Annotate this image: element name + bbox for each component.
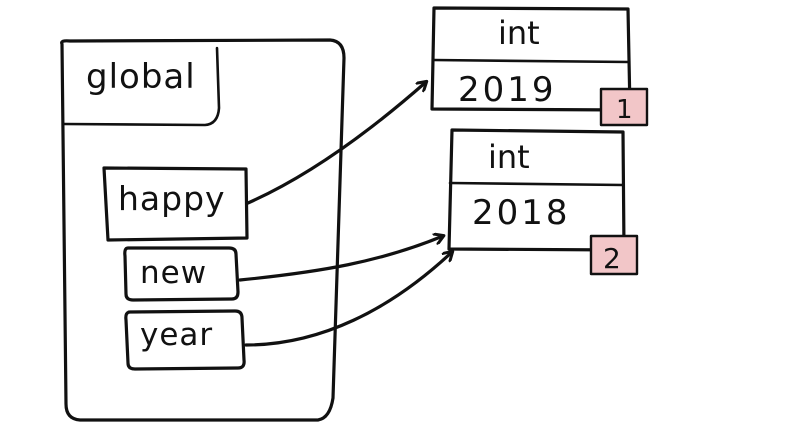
object-2-divider	[448, 181, 625, 187]
global-title-tab	[62, 46, 221, 127]
object-1-value: 2019	[458, 70, 557, 110]
object-2-badge-label: 2	[603, 242, 621, 275]
global-frame-title: global	[86, 57, 196, 97]
variable-new-box	[123, 246, 240, 302]
variable-happy: happy	[102, 166, 249, 242]
object-1-id-badge: 1	[599, 87, 649, 127]
variable-happy-box	[102, 166, 249, 242]
variable-year-label: year	[140, 317, 213, 353]
object-1-badge-box	[599, 87, 649, 127]
object-2-type: int	[488, 138, 530, 176]
arrow-year-to-object-2	[244, 252, 452, 347]
object-1-type: int	[498, 14, 540, 52]
object-2-id-badge: 2	[589, 234, 639, 276]
object-2-badge-box	[589, 234, 639, 276]
object-1-divider	[431, 58, 631, 64]
object-1-badge-label: 1	[616, 95, 633, 125]
object-int-2019: int 2019 1	[430, 6, 649, 127]
object-2-value: 2018	[472, 193, 571, 233]
variable-happy-label: happy	[118, 179, 226, 218]
arrow-new-to-object-2	[238, 236, 443, 282]
variable-new: new	[123, 246, 240, 302]
object-int-2018: int 2018 2	[447, 128, 639, 276]
global-frame-border	[60, 38, 346, 422]
variable-year-box	[124, 309, 246, 371]
global-frame: global happy new year	[60, 38, 346, 422]
arrow-happy-to-object-1	[246, 82, 426, 205]
variable-year: year	[124, 309, 246, 371]
variable-new-label: new	[140, 255, 207, 291]
